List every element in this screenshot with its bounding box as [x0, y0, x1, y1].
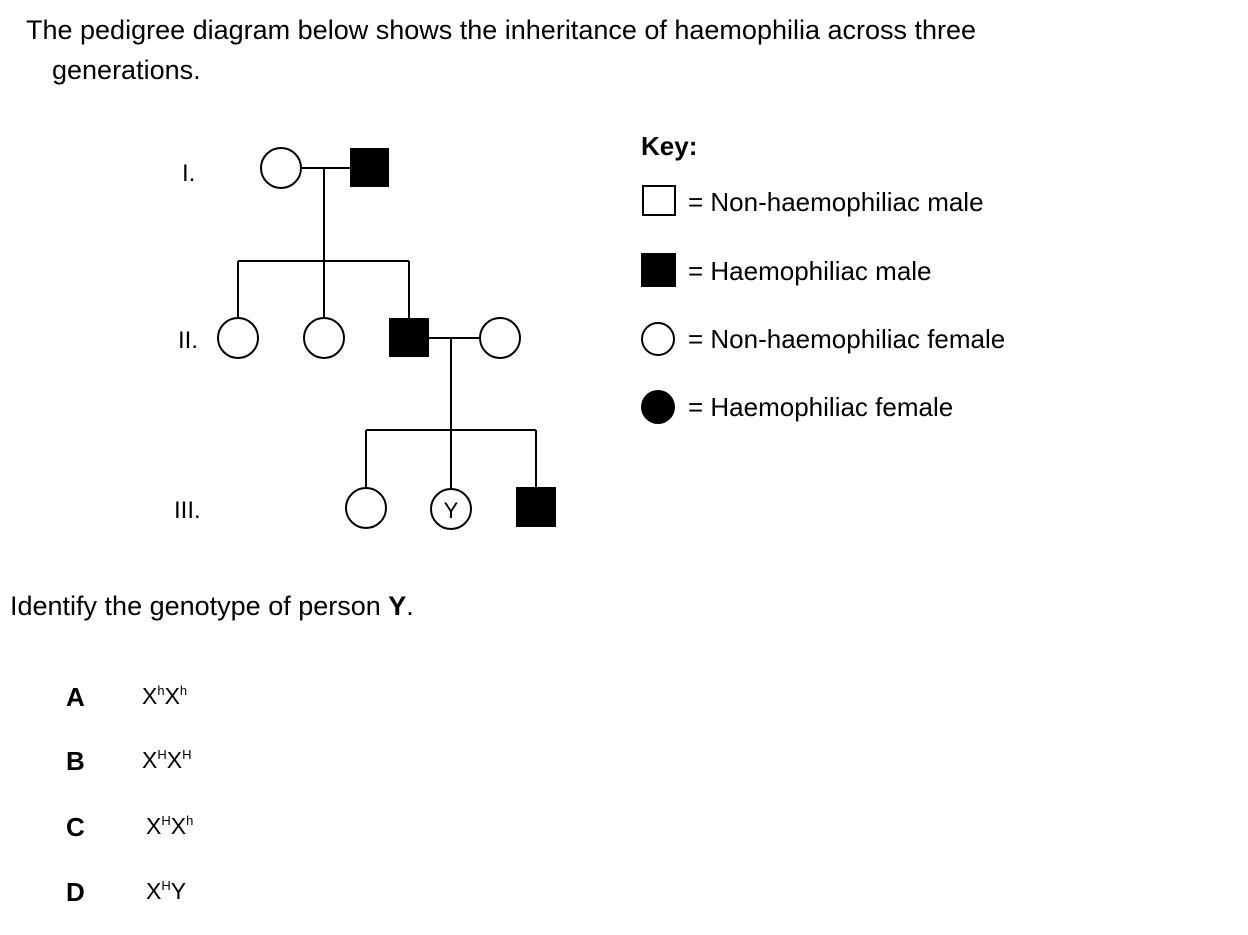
option-c-allele-1: H: [161, 813, 171, 828]
option-a-base-2: X: [164, 683, 180, 709]
key-title: Key:: [641, 131, 697, 161]
question-suffix: .: [406, 591, 414, 621]
option-a-allele-1: h: [157, 683, 165, 698]
option-d-letter: D: [66, 877, 85, 907]
option-c-base-1: X: [146, 813, 162, 839]
option-c-allele-2: h: [186, 813, 194, 828]
option-b-genotype: XHXH: [142, 745, 191, 775]
generation-label-2: II.: [178, 327, 198, 354]
generation-label-3: III.: [174, 497, 201, 524]
gen-2-female-unaffected-1: [217, 317, 259, 359]
key-symbol-female-unaffected: [641, 322, 675, 356]
question-prefix: Identify the genotype of person: [10, 591, 389, 621]
key-text-male-unaffected: = Non-haemophiliac male: [688, 187, 984, 217]
option-b-base-1: X: [142, 747, 158, 773]
generation-label-1: I.: [182, 160, 195, 187]
option-b-allele-1: H: [157, 747, 167, 762]
option-b-letter: B: [66, 746, 85, 776]
option-a-genotype: XhXh: [142, 681, 187, 711]
person-y-label: Y: [444, 498, 459, 523]
option-d-genotype: XHY: [146, 876, 186, 906]
key-symbol-male-unaffected: [642, 185, 676, 216]
option-a-base-1: X: [142, 683, 158, 709]
question-person: Y: [388, 591, 407, 621]
person-y-circle: [430, 488, 472, 530]
option-b-base-2: X: [166, 747, 183, 773]
option-d-allele-1: H: [161, 878, 171, 893]
option-d-base-2: Y: [170, 878, 187, 904]
gen-2-male-affected: [389, 318, 429, 357]
key-text-male-affected: = Haemophiliac male: [688, 256, 932, 286]
key-text-female-affected: = Haemophiliac female: [688, 392, 953, 422]
gen-1-female-unaffected: [260, 147, 302, 189]
intro-text-line-2: generations.: [52, 55, 201, 85]
key-symbol-male-affected: [641, 253, 676, 287]
gen-3-male-affected: [516, 487, 556, 527]
intro-text-line-1: The pedigree diagram below shows the inh…: [26, 15, 977, 45]
option-c-genotype: XHXh: [146, 811, 193, 841]
question-text: Identify the genotype of person Y.: [10, 590, 414, 622]
option-a-allele-2: h: [179, 683, 188, 698]
option-a-letter: A: [66, 682, 85, 712]
key-text-female-unaffected: = Non-haemophiliac female: [688, 324, 1005, 354]
pedigree-diagram: I. II. III. Y Key: = Non-haemophiliac ma…: [174, 131, 1005, 530]
option-d-base-1: X: [146, 878, 162, 904]
gen-3-female-unaffected: [345, 487, 387, 529]
option-b-allele-2: H: [182, 747, 192, 762]
option-c-base-2: X: [170, 813, 187, 839]
gen-1-male-affected: [350, 148, 389, 187]
key-symbol-female-affected: [641, 390, 675, 424]
option-c-letter: C: [66, 812, 85, 842]
gen-2-spouse-female-unaffected: [479, 317, 521, 359]
gen-2-female-unaffected-2: [303, 317, 345, 359]
